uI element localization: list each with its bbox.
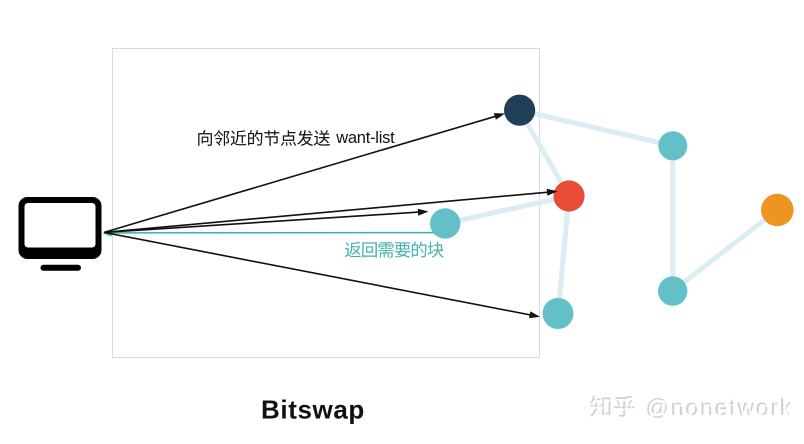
svg-text:@nonetwork: @nonetwork (646, 394, 793, 420)
svg-text:@nonetwork: @nonetwork (648, 396, 795, 422)
svg-text:Bitswap: Bitswap (261, 394, 365, 424)
svg-text:want-list: want-list (335, 129, 395, 147)
